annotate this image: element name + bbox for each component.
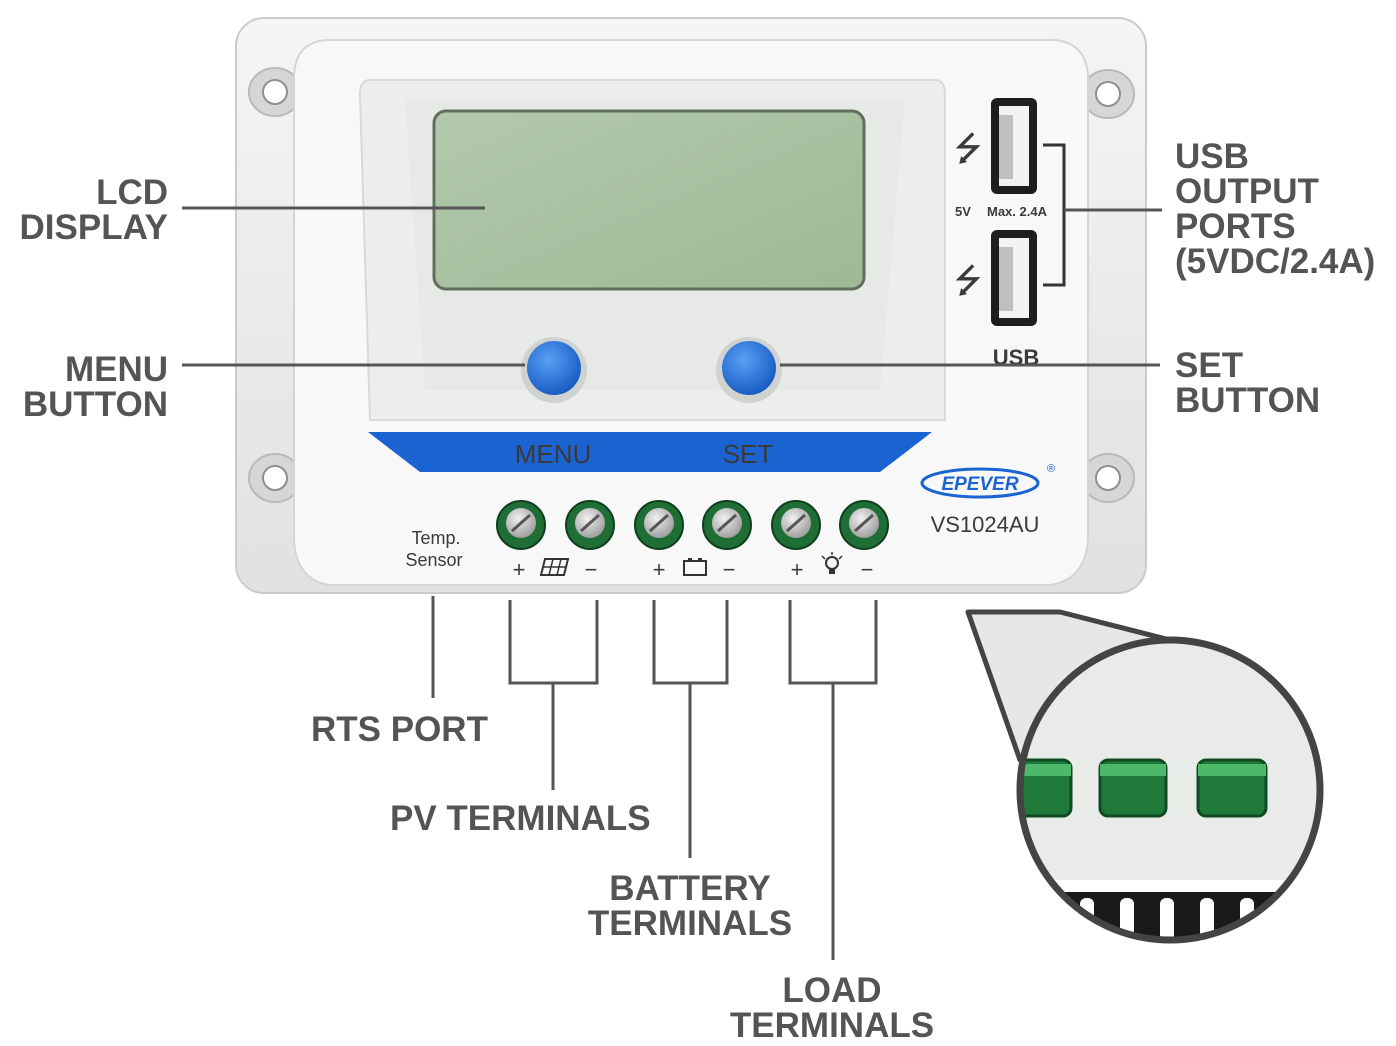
menu-button[interactable] xyxy=(521,337,587,403)
zoom-circle-frame xyxy=(1016,636,1324,944)
usb-symbol-icon: ⭍ xyxy=(954,130,982,168)
mounting-hole-top-right xyxy=(1081,69,1135,119)
usb-port-2[interactable] xyxy=(991,230,1037,326)
battery-leader-bracket xyxy=(652,600,729,858)
panel-menu-label: MENU xyxy=(515,439,592,469)
usb-max-label: Max. 2.4A xyxy=(987,204,1048,219)
svg-text:+: + xyxy=(653,557,666,582)
load-leader-bracket xyxy=(788,600,878,960)
load-positive-terminal[interactable] xyxy=(771,500,821,550)
pv-polarity-marks: + − xyxy=(513,557,598,582)
usb-port-1[interactable] xyxy=(991,98,1037,194)
mounting-hole-bottom-right xyxy=(1081,453,1135,503)
battery-positive-terminal[interactable] xyxy=(634,500,684,550)
callout-rts-port: RTS PORT xyxy=(311,710,488,749)
lightbulb-icon xyxy=(821,552,843,574)
svg-text:−: − xyxy=(861,557,874,582)
battery-negative-terminal[interactable] xyxy=(702,500,752,550)
pv-positive-terminal[interactable] xyxy=(496,500,546,550)
pv-negative-terminal[interactable] xyxy=(565,500,615,550)
leader-lines xyxy=(182,206,1162,960)
epever-logo: EPEVER ® xyxy=(920,463,1055,499)
temp-sensor-label-line1: Temp. xyxy=(411,528,460,548)
callout-load-terminals: LOAD TERMINALS xyxy=(729,971,935,1045)
svg-text:−: − xyxy=(585,557,598,582)
usb-symbol-icon: ⭍ xyxy=(954,262,982,300)
panel-label-stripe xyxy=(368,432,932,472)
svg-text:EPEVER: EPEVER xyxy=(941,474,1018,495)
svg-text:−: − xyxy=(723,557,736,582)
heatsink-fins xyxy=(1020,892,1320,940)
svg-text:+: + xyxy=(791,557,804,582)
model-number: VS1024AU xyxy=(931,512,1040,537)
callout-set-button: SET BUTTON xyxy=(1175,346,1321,420)
zoom-inset xyxy=(965,609,1324,944)
lcd-screen xyxy=(432,109,866,291)
usb-bracket xyxy=(1043,143,1066,287)
usb-5v-label: 5V xyxy=(955,204,971,219)
load-negative-terminal[interactable] xyxy=(839,500,889,550)
pv-leader-bracket xyxy=(508,600,599,790)
battery-icon xyxy=(683,558,707,576)
callout-lcd-display: LCD DISPLAY xyxy=(19,173,168,247)
battery-polarity-marks: + − xyxy=(653,557,736,582)
temp-sensor-label-line2: Sensor xyxy=(405,550,462,570)
load-polarity-marks: + − xyxy=(791,557,874,582)
callout-battery-terminals: BATTERY TERMINALS xyxy=(587,869,793,943)
panel-set-label: SET xyxy=(723,439,774,469)
callout-pv-terminals: PV TERMINALS xyxy=(390,799,651,838)
solar-panel-icon xyxy=(539,558,570,576)
svg-text:+: + xyxy=(513,557,526,582)
set-button[interactable] xyxy=(716,337,782,403)
mounting-hole-bottom-left xyxy=(248,453,302,503)
callout-usb-output-ports: USB OUTPUT PORTS (5VDC/2.4A) xyxy=(1175,137,1376,281)
svg-text:®: ® xyxy=(1047,463,1055,475)
terminal-block xyxy=(496,500,889,550)
callout-menu-button: MENU BUTTON xyxy=(22,350,168,424)
